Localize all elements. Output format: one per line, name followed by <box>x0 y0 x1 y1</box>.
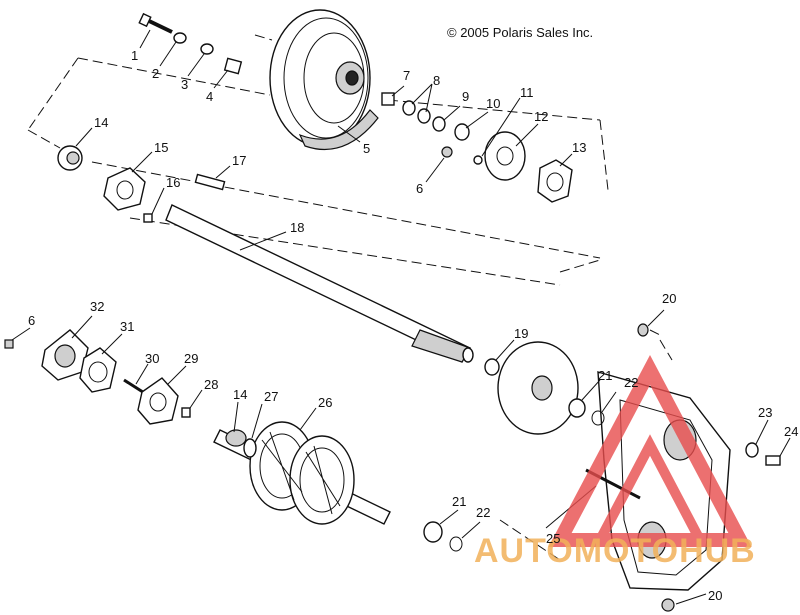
washer-part-11 <box>473 155 483 165</box>
nut-part-20a <box>637 323 649 337</box>
bearing-part-14a <box>57 145 83 171</box>
callout-10: 10 <box>486 96 500 111</box>
bolt-part-1 <box>138 12 173 34</box>
callout-18: 18 <box>290 220 304 235</box>
callout-4: 4 <box>206 89 213 104</box>
callout-31: 31 <box>120 319 134 334</box>
oring-part-10 <box>454 123 470 141</box>
bushing-part-4 <box>223 57 243 75</box>
callout-labels: 1 2 3 4 5 7 8 9 10 11 12 13 6 14 15 16 1… <box>28 48 798 603</box>
callout-11: 11 <box>520 85 534 100</box>
callout-14-bottom: 14 <box>233 387 247 402</box>
callout-5: 5 <box>363 141 370 156</box>
flange-part-13 <box>537 159 573 203</box>
washer-part-23 <box>745 442 759 458</box>
driveshaft-part-26 <box>213 421 391 525</box>
callout-30: 30 <box>145 351 159 366</box>
callout-14-top: 14 <box>94 115 108 130</box>
callout-8: 8 <box>433 73 440 88</box>
callout-17: 17 <box>232 153 246 168</box>
bearing-part-7 <box>381 92 395 106</box>
callout-2: 2 <box>152 66 159 81</box>
plate-part-12 <box>484 131 526 181</box>
oring-part-9 <box>432 116 446 132</box>
nut-part-28 <box>181 407 191 418</box>
bolt-part-24 <box>765 455 781 466</box>
callout-1: 1 <box>131 48 138 63</box>
flange-part-15 <box>103 167 146 211</box>
seal-part-8b <box>417 108 431 124</box>
brake-disc <box>497 341 579 435</box>
nut-part-6b <box>4 339 14 349</box>
watermark-text: AUTOMOTOHUB <box>474 532 756 570</box>
callout-32: 32 <box>90 299 104 314</box>
seal-part-22b <box>449 536 463 552</box>
callout-12: 12 <box>534 109 548 124</box>
flange-part-32 <box>41 329 89 381</box>
key-part-17 <box>194 173 226 191</box>
callout-16: 16 <box>166 175 180 190</box>
jackshaft-part-18 <box>165 204 474 363</box>
watermark-logo <box>548 355 752 547</box>
nut-part-16 <box>143 213 153 223</box>
seal-part-8a <box>402 100 416 116</box>
callout-21-bottom: 21 <box>452 494 466 509</box>
callout-9: 9 <box>462 89 469 104</box>
driven-pulley-part-5 <box>269 9 379 150</box>
seal-part-22a <box>591 410 605 426</box>
flange-part-29 <box>137 377 179 425</box>
washer-part-3 <box>200 43 214 55</box>
callout-25: 25 <box>546 531 560 546</box>
bearing-part-27 <box>243 438 257 458</box>
callout-27: 27 <box>264 389 278 404</box>
callout-29: 29 <box>184 351 198 366</box>
assembly-guide-lines <box>27 34 673 561</box>
callout-6-top: 6 <box>416 181 423 196</box>
nut-part-6a <box>441 146 453 158</box>
callout-22-top: 22 <box>624 375 638 390</box>
callout-20-bottom: 20 <box>708 588 722 603</box>
ring-part-19 <box>484 358 500 376</box>
callout-26: 26 <box>318 395 332 410</box>
callout-21-top: 21 <box>598 368 612 383</box>
callout-15: 15 <box>154 140 168 155</box>
callout-23: 23 <box>758 405 772 420</box>
callout-13: 13 <box>572 140 586 155</box>
bearing-part-21a <box>568 398 586 418</box>
callout-19: 19 <box>514 326 528 341</box>
copyright-notice: © 2005 Polaris Sales Inc. <box>447 25 593 40</box>
callout-3: 3 <box>181 77 188 92</box>
washer-part-2 <box>173 32 187 44</box>
callout-24: 24 <box>784 424 798 439</box>
nut-part-20b <box>661 598 675 612</box>
callout-6-bottom: 6 <box>28 313 35 328</box>
gasket-part-31 <box>79 347 117 393</box>
callout-28: 28 <box>204 377 218 392</box>
callout-20-top: 20 <box>662 291 676 306</box>
leader-lines <box>11 29 791 605</box>
bearing-part-21b <box>423 521 443 543</box>
callout-22-bottom: 22 <box>476 505 490 520</box>
callout-7: 7 <box>403 68 410 83</box>
